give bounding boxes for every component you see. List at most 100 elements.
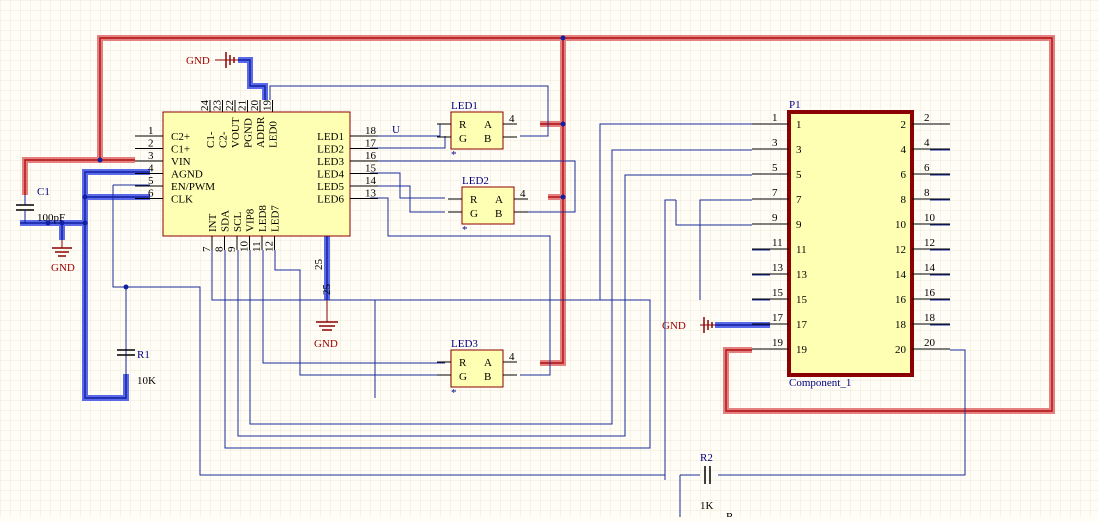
gnd-symbol-top[interactable]: GND — [186, 52, 238, 68]
r2-designator: R2 — [700, 452, 713, 464]
pin-number: 17 — [365, 138, 377, 150]
pin-number: 6 — [924, 162, 930, 174]
pin-number: 1 — [772, 112, 778, 124]
p1-designator: P1 — [789, 99, 801, 111]
pin-name: C2+ — [171, 131, 190, 143]
pin-number: 24 — [199, 100, 211, 112]
pin-name: INT — [207, 213, 219, 232]
pin-name: LED0 — [268, 121, 280, 148]
pin-number: 12 — [264, 241, 276, 252]
led-designator: LED2 — [462, 175, 489, 187]
pin-number: 3 — [148, 150, 154, 162]
led-mark: * — [462, 224, 468, 236]
pin-name: ADDR — [255, 116, 267, 148]
pin-name: C2- — [218, 131, 230, 148]
gnd-label: GND — [186, 55, 210, 67]
c1-value: 100pF — [37, 212, 65, 224]
led-pin-name: A — [484, 357, 492, 369]
r2-value: 1K — [700, 500, 714, 512]
pin-number: 16 — [365, 150, 377, 162]
pin-number: 21 — [237, 100, 249, 111]
led-body[interactable] — [461, 186, 515, 225]
pin-name: 8 — [901, 194, 907, 206]
pin-number: 10 — [239, 241, 251, 253]
pin-name: 9 — [796, 219, 802, 231]
pin-number: 5 — [772, 162, 778, 174]
p1-comment: Component_1 — [789, 377, 851, 389]
pin-number: 7 — [772, 187, 778, 199]
pin-number: 14 — [924, 262, 936, 274]
p1-body[interactable] — [787, 110, 914, 377]
led-pin-name: G — [459, 371, 467, 383]
r2-partial-label: R — [726, 511, 734, 517]
pin-name: 10 — [895, 219, 907, 231]
pin-number: 16 — [924, 287, 936, 299]
led-pin-name: R — [470, 194, 478, 206]
signal-wires[interactable] — [112, 85, 966, 517]
capacitor-c1[interactable]: C1 100pF — [16, 186, 65, 224]
pin-name: LED5 — [317, 181, 344, 193]
gnd-label: GND — [51, 262, 75, 274]
pin-name: LED6 — [317, 194, 344, 206]
resistor-r1[interactable]: R1 10K — [117, 349, 156, 387]
led-pin-name: A — [484, 119, 492, 131]
pin-number: 4 — [509, 351, 515, 363]
gnd-symbol-c1[interactable]: GND — [51, 240, 75, 274]
pin-number: 4 — [924, 137, 930, 149]
ground-net-highlight[interactable] — [20, 57, 770, 401]
pin-number: 4 — [148, 163, 154, 175]
led-pin-name: B — [484, 133, 491, 145]
pin-name: LED1 — [317, 131, 344, 143]
pin-name: PGND — [243, 118, 255, 148]
power-net-highlight[interactable] — [22, 35, 1055, 414]
pin-name: 1 — [796, 119, 802, 131]
pin-name: C1+ — [171, 144, 190, 156]
pin-number: 7 — [201, 246, 213, 252]
gnd-symbol-pad[interactable]: GND — [314, 300, 338, 350]
pin-name: 15 — [796, 294, 808, 306]
pin-number: 15 — [365, 163, 377, 175]
pin-name: SDA — [220, 210, 232, 232]
pin-number: 25 — [321, 284, 333, 296]
pin-name: VOUT — [230, 117, 242, 148]
pin-number: 6 — [148, 188, 154, 200]
pin-name: 16 — [895, 294, 907, 306]
pin-name: LED2 — [317, 144, 344, 156]
pin-name: 17 — [796, 319, 808, 331]
pin-name: 18 — [895, 319, 907, 331]
led-mark: * — [451, 149, 457, 161]
pin-number: 19 — [262, 100, 274, 112]
gnd-symbol-p1[interactable]: GND — [662, 317, 715, 333]
pin-number: 13 — [772, 262, 784, 274]
pin-number: 5 — [148, 175, 154, 187]
pin-number: 11 — [772, 237, 783, 249]
pin-name: 19 — [796, 344, 808, 356]
pin-name: LED8 — [257, 205, 269, 232]
pin-number: 4 — [520, 188, 526, 200]
led-body[interactable] — [450, 349, 504, 388]
c1-designator: C1 — [37, 186, 50, 198]
pin-number: 9 — [772, 212, 778, 224]
pin-number: 17 — [772, 312, 784, 324]
led-designator: LED3 — [451, 338, 478, 350]
led-body[interactable] — [450, 111, 504, 150]
pin-name: 7 — [796, 194, 802, 206]
led-pin-name: G — [459, 133, 467, 145]
pin-number: 18 — [365, 125, 377, 137]
connector-p1[interactable]: P1 Component_1 1133557799111113131515171… — [752, 99, 950, 389]
pin-name: VIP8 — [245, 208, 257, 232]
pin-number: 11 — [251, 241, 263, 252]
pin-name: 4 — [901, 144, 907, 156]
pin-name: EN/PWM — [171, 181, 215, 193]
led-pin-name: R — [459, 119, 467, 131]
gnd-label: GND — [662, 320, 686, 332]
